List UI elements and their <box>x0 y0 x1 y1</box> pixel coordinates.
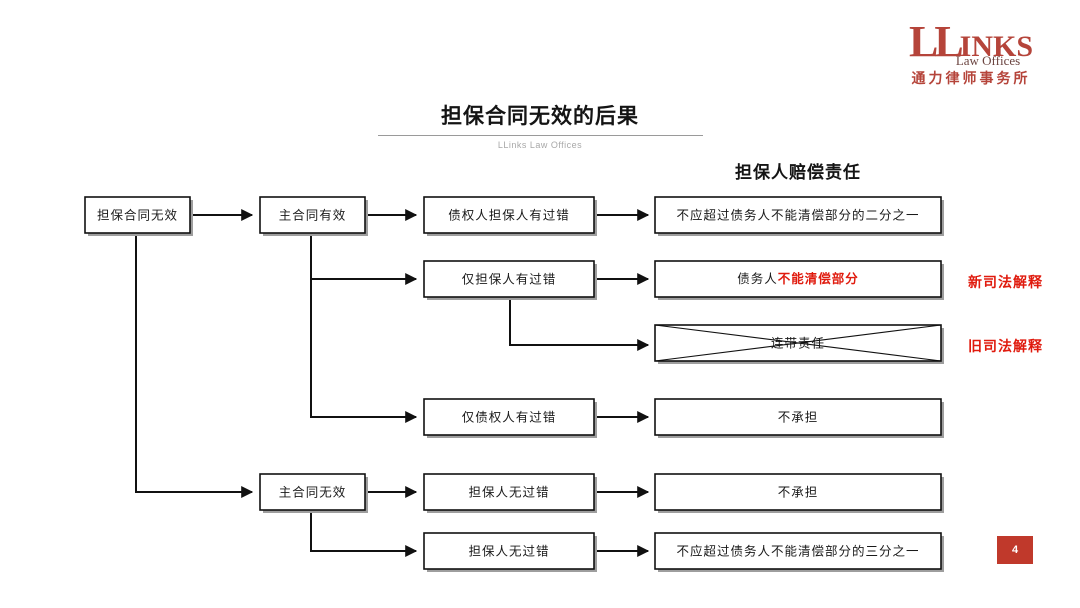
node-guarantor-no-fault-1[interactable]: 担保人无过错 <box>423 473 597 513</box>
connector-main-valid-to-fault-creditor <box>310 234 418 423</box>
node-rect <box>423 473 595 511</box>
title-divider <box>377 135 703 137</box>
node-label-emphasis: 不能清偿部分 <box>778 271 859 286</box>
node-label-prefix: 债务人 <box>737 271 778 286</box>
node-rect <box>423 196 595 234</box>
strikethrough-cross-icon <box>654 324 942 362</box>
node-rect <box>423 532 595 570</box>
node-result-debtor-unpaid-portion[interactable]: 债务人不能清偿部分 <box>654 260 944 300</box>
annotation-new-judicial-interpretation: 新司法解释 <box>968 274 1043 290</box>
node-rect <box>259 196 366 234</box>
column-heading-guarantor-liability: 担保人赔偿责任 <box>735 163 861 182</box>
node-label: 债权人担保人有过错 <box>448 207 570 222</box>
connector-main-valid-to-fault-guarantor <box>310 234 418 285</box>
node-label: 不应超过债务人不能清偿部分的二分之一 <box>676 207 919 222</box>
node-label: 担保人无过错 <box>468 544 549 558</box>
node-result-no-liability-1[interactable]: 不承担 <box>654 398 944 438</box>
node-label: 不应超过债务人不能清偿部分的三分之一 <box>676 543 919 558</box>
node-rect <box>423 260 595 298</box>
node-result-half-of-unpaid[interactable]: 不应超过债务人不能清偿部分的二分之一 <box>654 196 944 236</box>
node-fault-creditor-and-guarantor[interactable]: 债权人担保人有过错 <box>423 196 597 236</box>
node-rect <box>84 196 191 234</box>
node-result-third-of-unpaid[interactable]: 不应超过债务人不能清偿部分的三分之一 <box>654 532 944 572</box>
title-block: 担保合同无效的后果 LLinks Law Offices <box>0 104 1080 150</box>
node-label: 不承担 <box>778 410 819 424</box>
node-label: 仅担保人有过错 <box>462 272 557 286</box>
node-guarantee-contract-invalid[interactable]: 担保合同无效 <box>84 196 193 236</box>
node-label: 主合同无效 <box>279 484 347 499</box>
node-fault-guarantor-only[interactable]: 仅担保人有过错 <box>423 260 597 300</box>
connector-fault-guarantor-to-result-joint <box>509 298 650 351</box>
llinks-logo: LLINKS Law Offices 通力律师事务所 <box>896 20 1046 92</box>
node-label: 不承担 <box>778 485 819 499</box>
logo-tagline: Law Offices <box>955 53 1021 68</box>
node-result-no-liability-2[interactable]: 不承担 <box>654 473 944 513</box>
node-main-contract-invalid[interactable]: 主合同无效 <box>259 473 368 513</box>
node-label: 债务人不能清偿部分 <box>737 271 859 286</box>
page-number-badge: 4 <box>997 536 1033 564</box>
node-label: 主合同有效 <box>279 207 347 222</box>
connector-root-to-main-invalid <box>135 234 254 498</box>
node-rect <box>259 473 366 511</box>
connector-main-invalid-to-no-fault-2 <box>310 511 418 557</box>
node-fault-creditor-only[interactable]: 仅债权人有过错 <box>423 398 597 438</box>
node-label: 担保人无过错 <box>468 485 549 499</box>
logo-ll-text: LL <box>908 17 964 66</box>
title-subtitle: LLinks Law Offices <box>497 140 583 151</box>
logo-wordmark: LLINKS <box>896 20 1046 64</box>
page-title: 担保合同无效的后果 <box>441 105 639 128</box>
logo-chinese-name: 通力律师事务所 <box>911 72 1031 87</box>
node-label: 仅债权人有过错 <box>462 409 557 424</box>
node-rect <box>654 398 942 436</box>
logo-inks-text: INKS <box>959 30 1034 63</box>
node-rect <box>654 532 942 570</box>
node-rect <box>423 398 595 436</box>
node-rect <box>654 473 942 511</box>
node-main-contract-valid[interactable]: 主合同有效 <box>259 196 368 236</box>
node-rect <box>654 196 942 234</box>
node-result-joint-liability-struck[interactable]: 连带责任 <box>654 324 944 364</box>
node-rect <box>654 260 942 298</box>
node-guarantor-no-fault-2[interactable]: 担保人无过错 <box>423 532 597 572</box>
node-label: 担保合同无效 <box>97 207 178 222</box>
annotation-old-judicial-interpretation: 旧司法解释 <box>968 338 1043 354</box>
